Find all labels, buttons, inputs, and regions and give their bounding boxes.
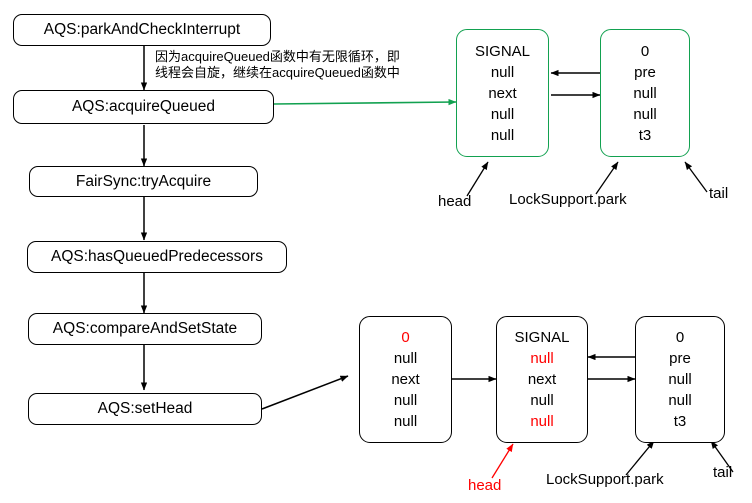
node-cell-next: next (527, 371, 557, 388)
flow-step-set-head[interactable]: AQS:setHead (28, 393, 262, 425)
node-cell-nextwaiter: null (530, 392, 554, 409)
annotation-loop-note: 因为acquireQueued函数中有无限循环，即 线程会自旋，继续在acqui… (155, 49, 400, 81)
node-cell-prev: null (393, 350, 418, 367)
flow-step-label: AQS:setHead (97, 400, 193, 418)
node-cell-thread: t3 (673, 413, 687, 430)
node-cell-next: null (633, 84, 657, 102)
flow-step-compare-and-set-state[interactable]: AQS:compareAndSetState (28, 313, 262, 345)
node-cell-prev: null (530, 350, 554, 367)
flow-step-label: AQS:hasQueuedPredecessors (51, 248, 263, 266)
node-cell-waitstatus: 0 (675, 329, 685, 346)
queue-bottom-old-head-node[interactable]: 0 null next null null (359, 316, 452, 443)
queue-bottom-head-label: head (468, 477, 502, 494)
node-cell-nextwaiter: null (490, 105, 515, 123)
node-cell-prev: pre (669, 350, 691, 367)
node-cell-waitstatus: 0 (640, 42, 650, 60)
queue-top-head-node[interactable]: SIGNAL null next null null (456, 29, 549, 157)
flow-step-label: AQS:parkAndCheckInterrupt (43, 21, 241, 39)
node-cell-nextwaiter: null (633, 105, 657, 123)
node-cell-waitstatus: SIGNAL (474, 42, 531, 60)
queue-bottom-park-label: LockSupport.park (546, 471, 664, 488)
node-cell-thread: null (393, 413, 418, 430)
queue-top-tail-label: tail (709, 185, 729, 202)
bottom-head-pointer (491, 443, 514, 479)
queue-top-head-label: head (438, 193, 472, 210)
node-cell-next: next (488, 84, 517, 102)
node-cell-thread: null (530, 413, 554, 430)
bottom-park-pointer (625, 440, 655, 476)
node-cell-waitstatus: 0 (401, 329, 410, 346)
annotation-line-1: 因为acquireQueued函数中有无限循环，即 (155, 49, 400, 64)
flow-step-label: AQS:compareAndSetState (52, 320, 238, 338)
queue-top-park-label: LockSupport.park (509, 191, 627, 208)
flow-step-try-acquire[interactable]: FairSync:tryAcquire (29, 166, 258, 197)
node-cell-prev: pre (634, 63, 656, 81)
flow-step-acquire-queued[interactable]: AQS:acquireQueued (13, 90, 274, 124)
queue-bottom-new-head-node[interactable]: SIGNAL null next null null (496, 316, 588, 443)
queue-bottom-tail-label: tail (713, 464, 733, 481)
node-cell-thread: null (490, 126, 515, 144)
green-arrow-acquirequeued-to-head (273, 98, 457, 106)
queue-bottom-tail-node[interactable]: 0 pre null null t3 (635, 316, 725, 443)
annotation-line-2: 线程会自旋，继续在acquireQueued函数中 (155, 65, 400, 80)
node-cell-nextwaiter: null (668, 392, 692, 409)
flow-step-park-and-check-interrupt[interactable]: AQS:parkAndCheckInterrupt (13, 14, 271, 46)
top-head-pointer (466, 161, 489, 197)
node-cell-prev: null (490, 63, 515, 81)
node-cell-waitstatus: SIGNAL (514, 329, 570, 346)
top-tail-pointer (684, 161, 708, 193)
flow-step-label: AQS:acquireQueued (71, 98, 216, 116)
node-cell-thread: t3 (638, 126, 652, 144)
top-park-pointer (595, 161, 619, 195)
flow-step-label: FairSync:tryAcquire (75, 172, 212, 190)
flow-arrow-sethead-to-queue (261, 375, 349, 410)
node-cell-next: null (668, 371, 692, 388)
node-cell-nextwaiter: null (393, 392, 418, 409)
node-cell-next: next (391, 371, 420, 388)
queue-top-tail-node[interactable]: 0 pre null null t3 (600, 29, 690, 157)
flow-step-has-queued-predecessors[interactable]: AQS:hasQueuedPredecessors (27, 241, 287, 273)
